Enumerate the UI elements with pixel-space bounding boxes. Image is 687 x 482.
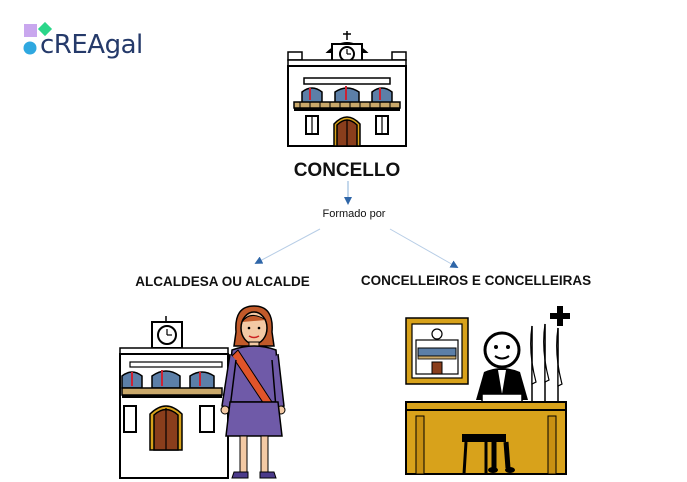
logo-square [24, 24, 37, 37]
councillor-icon [405, 306, 570, 475]
logo-diamond [37, 22, 53, 37]
mayor-icon [119, 305, 286, 479]
creagal-logo: cREAgal [22, 22, 162, 66]
logo-dot [23, 41, 37, 55]
logo-text: cREAgal [40, 30, 143, 60]
edge-label: Formado por [322, 208, 386, 220]
root-node-label: CONCELLO [293, 160, 401, 181]
town-hall-icon [284, 30, 410, 148]
child-node-label-councillors: CONCELLEIROS E CONCELLEIRAS [360, 273, 592, 288]
logo-shapes-icon [23, 22, 53, 55]
child-node-label-mayor: ALCALDESA OU ALCALDE [135, 274, 310, 289]
right-connector [389, 228, 459, 268]
left-connector [254, 228, 321, 264]
